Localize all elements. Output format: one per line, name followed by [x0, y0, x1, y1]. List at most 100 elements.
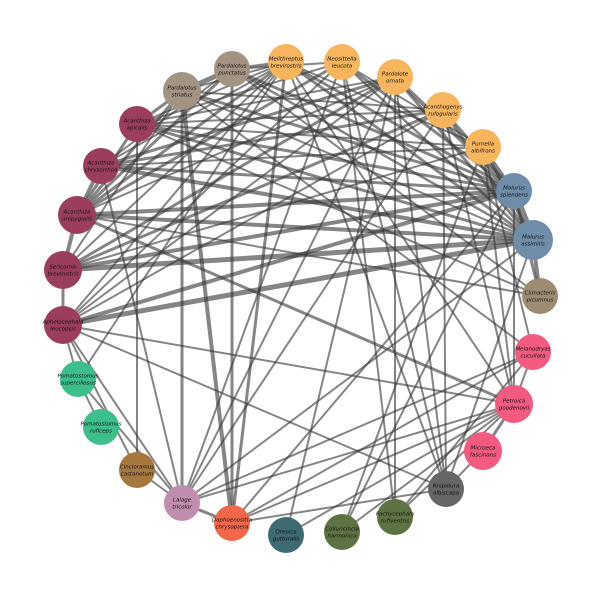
edge-ac-cc	[62, 324, 138, 471]
edge-mb-ps	[77, 61, 287, 380]
edge-ms-au	[75, 189, 516, 217]
node-label-line: striatus	[172, 93, 193, 99]
edge-ar-lt	[181, 109, 444, 504]
edge-lt-ach	[100, 165, 183, 504]
edge-ms-sb	[61, 189, 516, 272]
node-label-line: Purnella	[472, 142, 495, 148]
edge-cp-aa	[136, 123, 541, 297]
node-label-line: punctatus	[217, 71, 246, 77]
node-circle	[377, 499, 413, 535]
edge-aa-ar	[136, 109, 444, 125]
node-label-line: Pachycephala	[376, 512, 415, 518]
node-label-line: Acanthiza	[86, 161, 115, 167]
edge-po-lt	[181, 76, 396, 504]
edge-ps-lt	[77, 378, 183, 504]
node-label-line: Rhipidura	[433, 484, 460, 490]
edge-po-og	[285, 76, 396, 536]
node-circle	[214, 505, 250, 541]
node-circle	[164, 485, 200, 521]
edge-aa-po	[136, 76, 396, 125]
node-label-line: Malurus	[503, 186, 525, 192]
node-circle	[324, 44, 360, 80]
node-label-line: leucopsis	[50, 327, 76, 333]
edge-ra-dc	[231, 488, 447, 524]
edge-sb-pa	[62, 146, 484, 271]
edge-pg-lt	[181, 403, 515, 504]
edge-au-pg	[75, 213, 516, 406]
node-label-line: ornata	[386, 79, 405, 85]
edge-cp-pp	[231, 68, 541, 297]
node-label-line: Pardalotus	[167, 86, 196, 92]
node-label-line: leucota	[332, 64, 353, 70]
edge-layer	[60, 60, 542, 536]
edge-po-ra	[394, 76, 447, 490]
edge-ps2-dc	[180, 89, 234, 525]
edge-ac-nl	[62, 61, 343, 326]
node-circle	[513, 220, 553, 260]
node-label-line: gutturalis	[273, 537, 299, 543]
node-circle	[119, 452, 155, 488]
edge-pa-pg	[482, 146, 515, 405]
node-label-line: albiscapa	[433, 491, 460, 497]
node-label-line: Acanthiza	[62, 210, 91, 216]
edge-ms-pp	[230, 67, 516, 193]
node-label-line: uropygialis	[62, 217, 92, 223]
node-label-line: Malurus	[522, 235, 544, 241]
node-circle	[60, 361, 96, 397]
node-label-line: splendens	[500, 193, 528, 199]
edge-au-po	[76, 76, 396, 216]
edge-ac-pg	[62, 324, 515, 405]
node-circle	[83, 409, 119, 445]
node-circle	[58, 196, 96, 234]
node-label-line: rufogularis	[428, 112, 458, 118]
edge-ms-dc	[231, 190, 515, 524]
node-label-line: chrysoptera	[216, 525, 250, 531]
node-label-line: Melanodryas	[515, 347, 550, 353]
edge-mb-pg	[285, 61, 515, 405]
node-label-line: chrysorrhoa	[85, 168, 119, 174]
edge-pg-ch	[341, 403, 515, 533]
